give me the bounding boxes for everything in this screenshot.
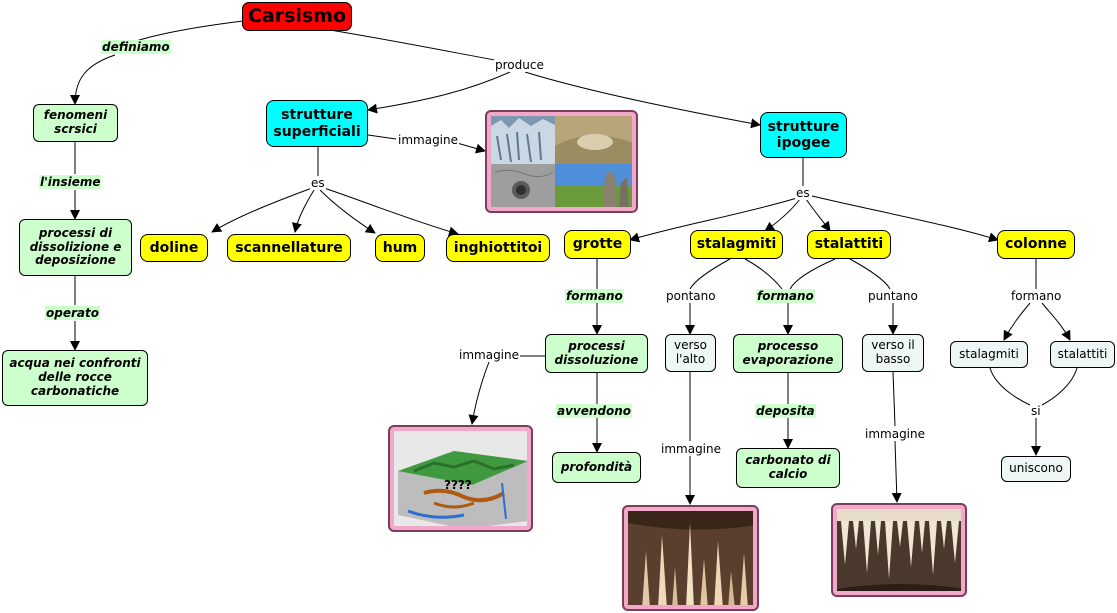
- node-colonne-label: colonne: [1005, 236, 1067, 253]
- node-strutture-ipogee[interactable]: strutture ipogee: [760, 112, 847, 158]
- node-stalattiti-colonne[interactable]: stalattiti: [1050, 341, 1115, 368]
- link-label-formano-stal: formano: [756, 289, 815, 303]
- image-stalattiti[interactable]: [831, 503, 967, 597]
- node-stalagmiti[interactable]: stalagmiti: [690, 230, 783, 259]
- node-hum-label: hum: [382, 239, 418, 256]
- stalactites-photo: [837, 509, 961, 591]
- link-label-es-superficiali: es: [310, 176, 326, 190]
- node-processo-evaporazione[interactable]: processo evaporazione: [733, 334, 843, 373]
- link-label-operato: operato: [45, 306, 100, 320]
- node-processi-diss-label: processi dissoluzione: [554, 338, 639, 367]
- node-carbonato-label: carbonato di calcio: [745, 453, 831, 481]
- link-label-puntano: puntano: [867, 289, 919, 303]
- node-superficiali-label: strutture superficiali: [273, 107, 361, 140]
- node-processi-dissoluzione[interactable]: processi dissoluzione: [545, 334, 648, 373]
- node-colonne[interactable]: colonne: [997, 230, 1075, 259]
- node-verso-basso[interactable]: verso il basso: [862, 334, 924, 372]
- link-label-produce: produce: [494, 58, 545, 72]
- node-processo-evap-label: processo evaporazione: [742, 338, 834, 367]
- node-processi-dissolizione-deposizione[interactable]: processi di dissolizione e deposizione: [19, 219, 132, 276]
- node-verso-alto[interactable]: verso l'alto: [665, 334, 716, 372]
- node-fenomeni[interactable]: fenomeni scrsici: [33, 104, 118, 142]
- link-label-formano-grotte: formano: [565, 289, 624, 303]
- node-profondita-label: profondità: [560, 459, 633, 474]
- link-label-formano-colonne: formano: [1010, 289, 1063, 303]
- link-label-si: si: [1030, 404, 1042, 418]
- node-scannellature-label: scannellature: [235, 239, 343, 256]
- link-label-es-ipogee: es: [795, 186, 811, 200]
- image-caption-text: ????: [444, 478, 472, 492]
- node-stalagmiti-label: stalagmiti: [696, 236, 777, 253]
- dissolution-block-diagram: ????: [398, 451, 527, 526]
- link-label-insieme: l'insieme: [39, 175, 102, 189]
- node-stalagmiti-colonne[interactable]: stalagmiti: [950, 341, 1028, 368]
- node-doline[interactable]: doline: [140, 234, 208, 262]
- node-grotte-label: grotte: [572, 236, 623, 253]
- node-inghiottitoi[interactable]: inghiottitoi: [446, 234, 550, 262]
- link-label-deposita: deposita: [755, 404, 816, 418]
- node-stalagmiti2-label: stalagmiti: [959, 346, 1019, 361]
- image-strutture-superficiali[interactable]: [485, 110, 638, 213]
- node-processi-dd-label: processi di dissolizione e deposizione: [29, 225, 122, 268]
- node-profondita[interactable]: profondità: [552, 452, 641, 483]
- link-label-definiamo: definiamo: [101, 40, 171, 54]
- node-hum[interactable]: hum: [375, 234, 425, 262]
- stalagmites-photo: [628, 511, 753, 605]
- link-label-pontano: pontano: [665, 289, 717, 303]
- surface-landscape-photo: [491, 116, 632, 207]
- link-label-immagine-stalattiti: immagine: [864, 427, 927, 441]
- node-verso-alto-label: verso l'alto: [673, 338, 707, 366]
- node-ipogee-label: strutture ipogee: [767, 118, 840, 151]
- node-scannellature[interactable]: scannellature: [227, 234, 351, 262]
- image-stalagmiti[interactable]: [622, 505, 759, 611]
- link-label-immagine-stalagmiti: immagine: [660, 442, 723, 456]
- node-grotte[interactable]: grotte: [564, 230, 631, 259]
- node-inghiottitoi-label: inghiottitoi: [453, 239, 543, 256]
- node-stalattiti[interactable]: stalattiti: [807, 230, 891, 259]
- link-label-avvendono: avvendono: [556, 404, 633, 418]
- node-uniscono[interactable]: uniscono: [1001, 456, 1071, 482]
- node-stalattiti2-label: stalattiti: [1057, 346, 1108, 361]
- node-acqua[interactable]: acqua nei confronti delle rocce carbonat…: [2, 350, 148, 406]
- link-label-immagine-superficiali: immagine: [397, 133, 460, 147]
- node-uniscono-label: uniscono: [1009, 461, 1063, 476]
- node-strutture-superficiali[interactable]: strutture superficiali: [266, 100, 368, 147]
- node-fenomeni-label: fenomeni scrsici: [43, 108, 108, 136]
- link-label-immagine-grotte: immagine: [458, 348, 521, 362]
- title-node[interactable]: Carsismo: [242, 2, 352, 31]
- node-acqua-label: acqua nei confronti delle rocce carbonat…: [9, 356, 141, 398]
- node-stalattiti-label: stalattiti: [814, 236, 884, 253]
- node-carbonato[interactable]: carbonato di calcio: [736, 448, 840, 488]
- node-doline-label: doline: [149, 239, 199, 256]
- title-text: Carsismo: [247, 4, 347, 27]
- node-verso-basso-label: verso il basso: [871, 338, 915, 366]
- image-processi-dissoluzione[interactable]: ????: [388, 425, 533, 532]
